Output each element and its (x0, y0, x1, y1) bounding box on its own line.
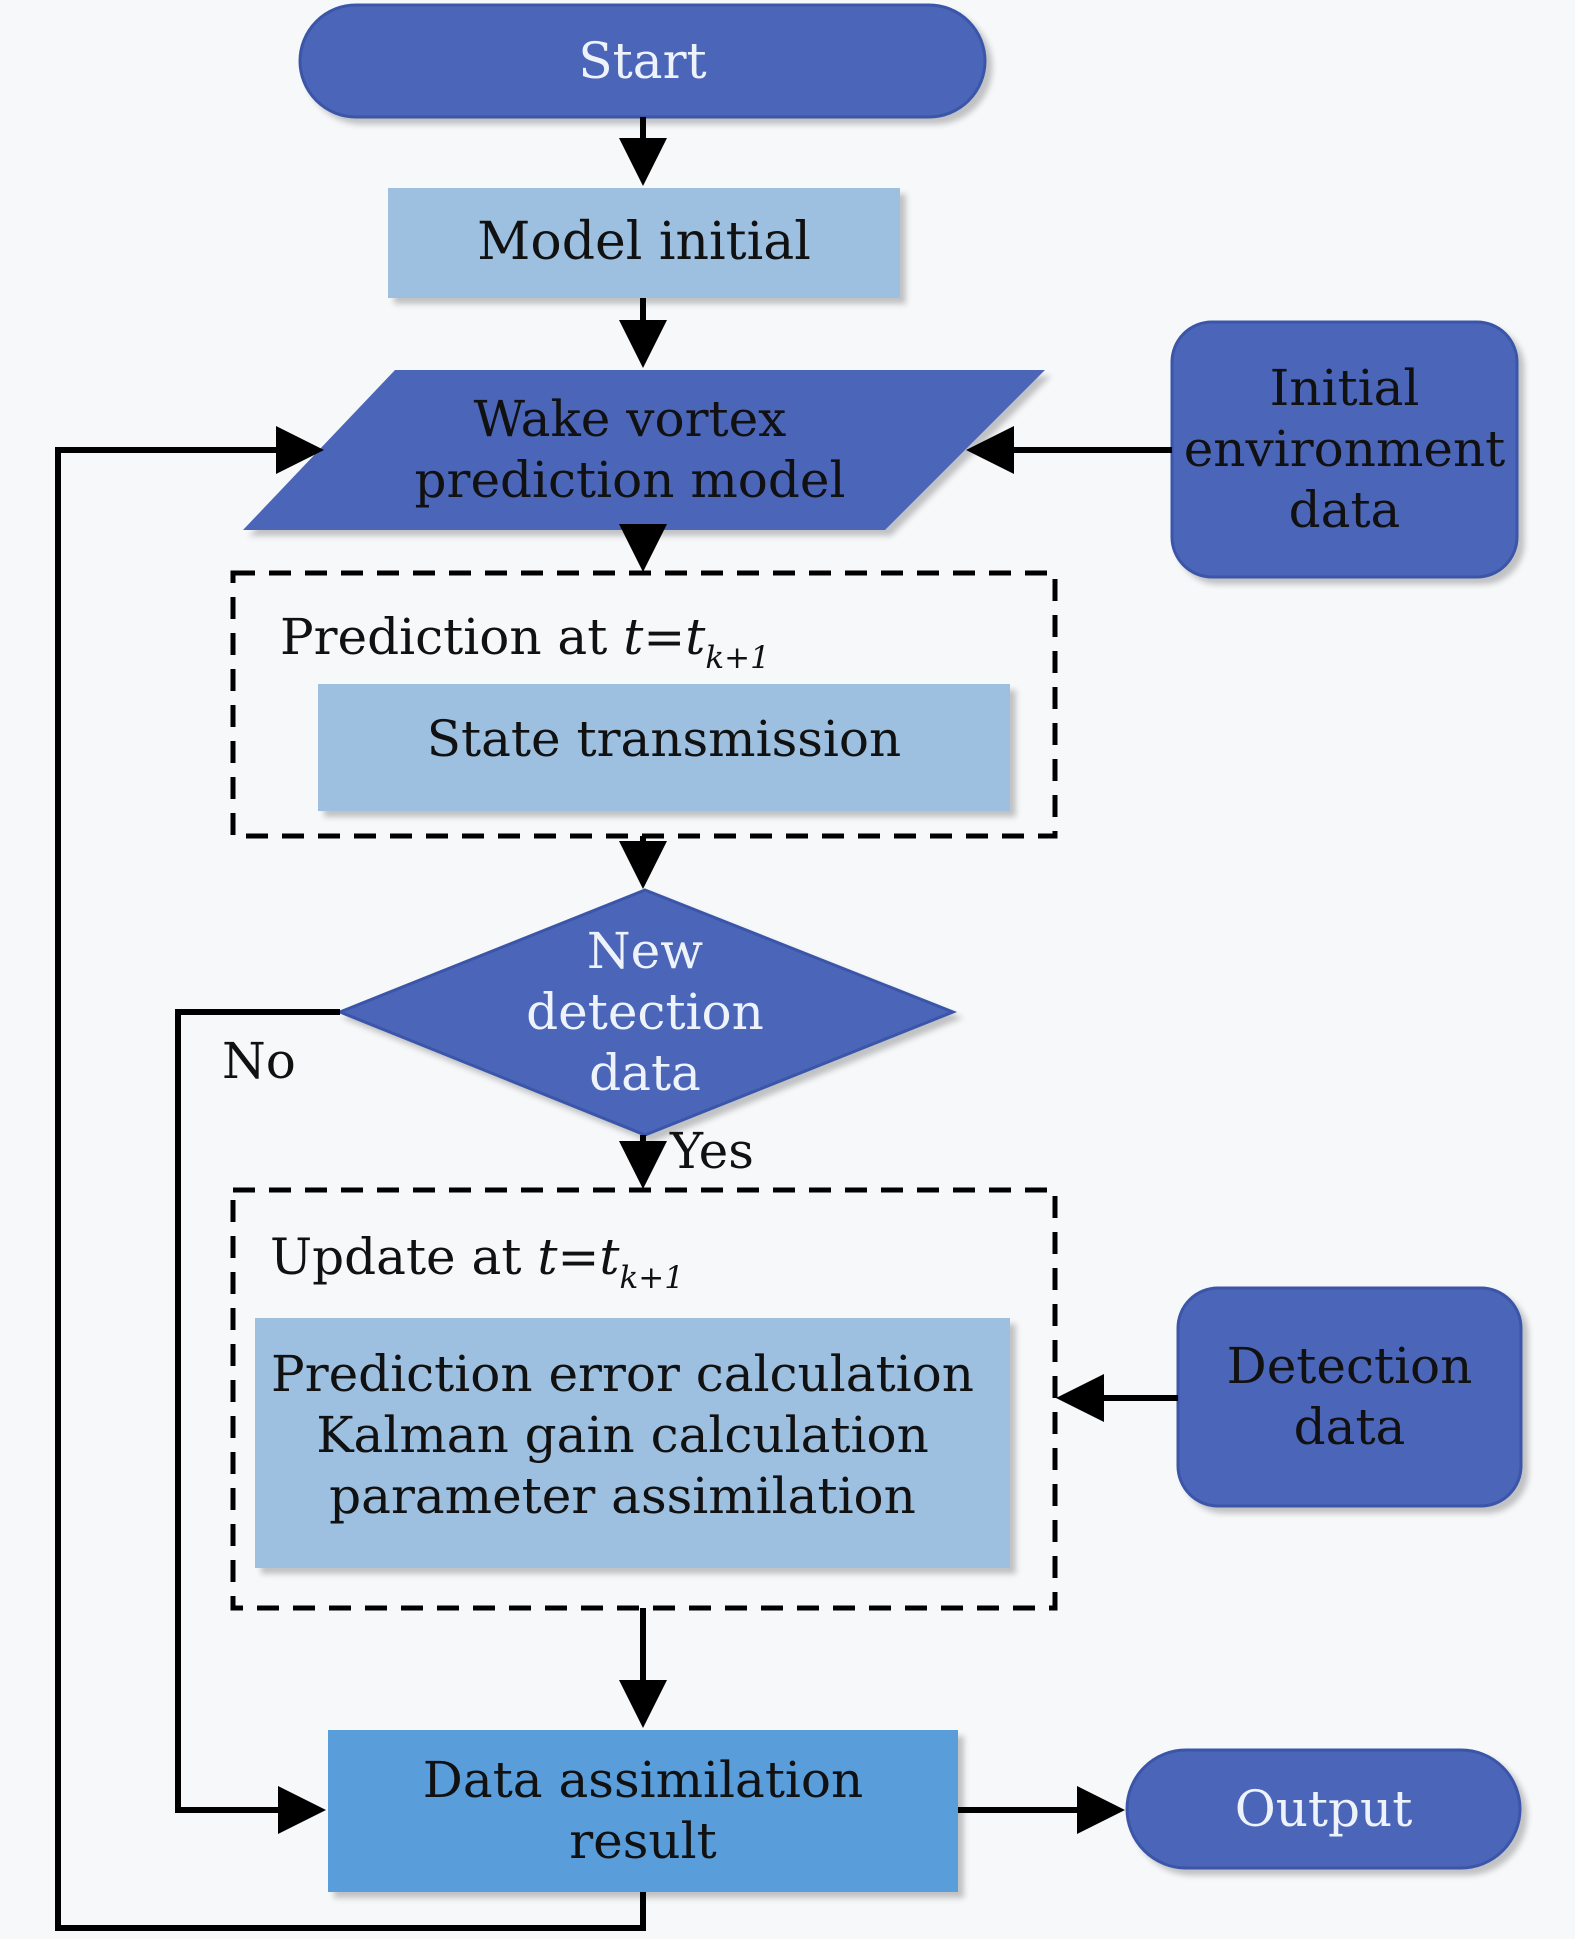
update-block-title: Update at t=tk+1 (270, 1228, 684, 1296)
output-terminator (1125, 1748, 1522, 1870)
no-label: No (222, 1032, 296, 1090)
model-initial-label: Model initial (477, 212, 811, 273)
detection-data-label: Detection data (1226, 1337, 1473, 1456)
update-inner-label: Prediction error calculation Kalman gain… (271, 1345, 974, 1525)
state-transmission-box (318, 684, 1010, 811)
arrow-feedback-loop (55, 426, 646, 1931)
arrow-no-to-result (175, 1009, 340, 1834)
yes-label: Yes (670, 1122, 754, 1180)
decision-label: New detection data (526, 922, 764, 1102)
result-box (328, 1730, 958, 1892)
model-initial-box (388, 188, 900, 298)
state-transmission-label: State transmission (426, 709, 902, 768)
start-label: Start (578, 31, 707, 90)
wake-vortex-parallelogram (243, 370, 1045, 530)
result-label: Data assimilation result (422, 1751, 864, 1870)
wake-vortex-label: Wake vortex prediction model (414, 390, 846, 509)
initial-environment-label: Initial environment data (1183, 359, 1506, 539)
prediction-block-title: Prediction at t=tk+1 (280, 608, 770, 676)
update-inner-box (255, 1318, 1010, 1568)
update-dashed-frame (230, 1187, 1058, 1611)
output-label: Output (1234, 1779, 1413, 1838)
